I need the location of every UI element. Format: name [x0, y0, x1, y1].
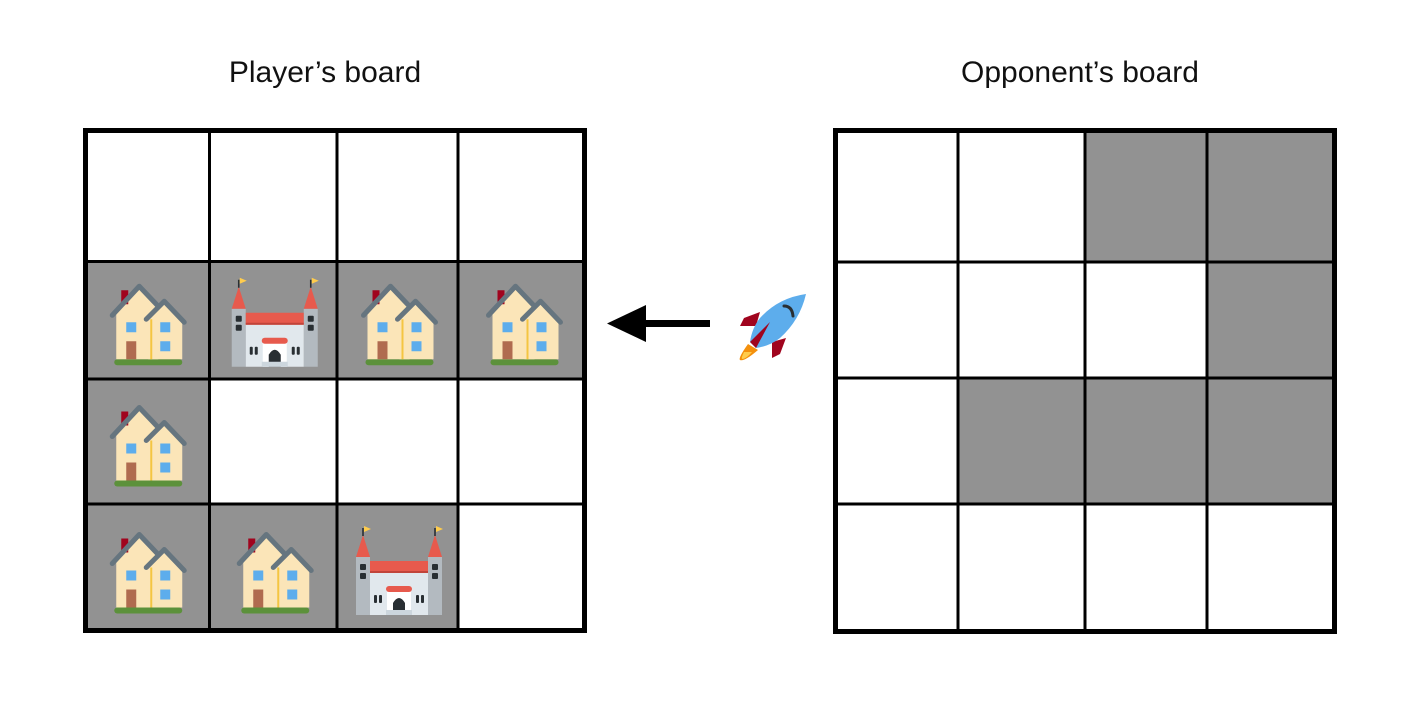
- board-cell[interactable]: [1207, 262, 1337, 378]
- board-cell[interactable]: [1207, 378, 1337, 504]
- board-cell[interactable]: [833, 262, 958, 378]
- board-cell[interactable]: [458, 379, 587, 504]
- board-cell[interactable]: [958, 378, 1085, 504]
- board-cell[interactable]: [209, 128, 338, 262]
- board-cell[interactable]: [958, 504, 1085, 634]
- arrow-left-icon: [607, 305, 710, 342]
- board-cell[interactable]: [1207, 128, 1337, 262]
- board-cell[interactable]: [1085, 504, 1207, 634]
- board-cell[interactable]: [833, 504, 958, 634]
- board-cell[interactable]: [83, 128, 210, 262]
- board-cell[interactable]: [337, 379, 458, 504]
- board-cell[interactable]: [458, 504, 587, 633]
- board-cell[interactable]: [833, 128, 958, 262]
- board-cell[interactable]: [958, 128, 1085, 262]
- board-cell[interactable]: [337, 128, 458, 262]
- board-cell[interactable]: [458, 128, 587, 262]
- rocket-icon: [739, 294, 806, 361]
- board-cell[interactable]: [209, 379, 338, 504]
- board-cell[interactable]: [958, 262, 1085, 378]
- player-board: [83, 128, 587, 633]
- board-cell[interactable]: [1085, 262, 1207, 378]
- board-cell[interactable]: [1207, 504, 1337, 634]
- board-border: [83, 128, 587, 633]
- opponent-board: [833, 128, 1337, 634]
- board-cell[interactable]: [833, 378, 958, 504]
- player-board-title: Player’s board: [228, 56, 422, 89]
- board-cell[interactable]: [1085, 378, 1207, 504]
- board-border: [833, 128, 1337, 634]
- board-cell[interactable]: [1085, 128, 1207, 262]
- opponent-board-title: Opponent’s board: [961, 56, 1199, 89]
